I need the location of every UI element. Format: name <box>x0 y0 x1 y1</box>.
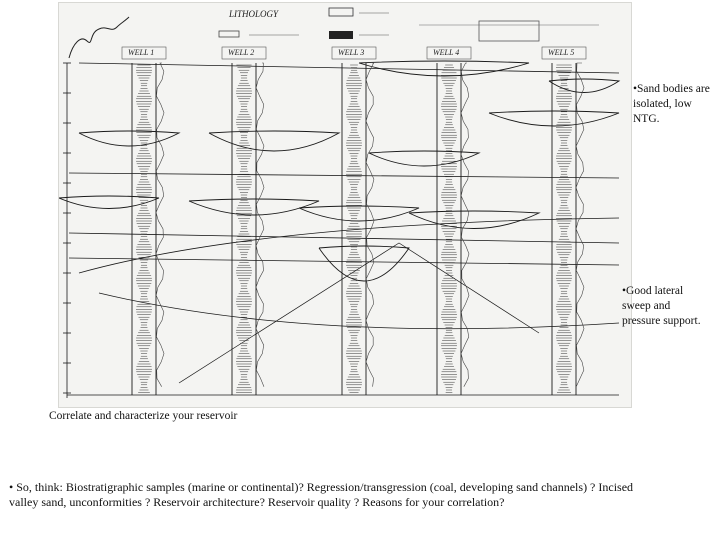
note-lateral-sweep: •Good lateral sweep and pressure support… <box>622 284 702 329</box>
legend-box-right <box>478 20 540 42</box>
note-bullet: • <box>633 83 638 95</box>
correlation-diagram: LITHOLOGY WELL 1 WELL 2 WELL 3 WELL 4 WELL 5 <box>59 7 621 398</box>
note-text: Good lateral sweep and pressure support. <box>622 285 701 327</box>
well-label-box <box>221 46 267 60</box>
well-logs <box>131 62 585 395</box>
correlation-trace <box>178 242 540 384</box>
figure-caption: Correlate and characterize your reservoi… <box>49 410 238 422</box>
well-label-box <box>121 46 167 60</box>
marker-line <box>68 257 620 266</box>
log-curve <box>460 62 470 387</box>
well-labels: WELL 1 WELL 2 WELL 3 WELL 4 WELL 5 <box>121 46 587 60</box>
well-label: WELL 3 <box>338 48 364 57</box>
well-log <box>231 62 265 395</box>
well-label: WELL 2 <box>228 48 254 57</box>
well-log <box>341 62 375 395</box>
well-log <box>131 62 165 395</box>
sand-lens <box>488 110 620 127</box>
note-sand-bodies: •Sand bodies are isolated, low NTG. <box>633 82 719 127</box>
well-label-box <box>426 46 472 60</box>
sand-lens <box>408 210 541 229</box>
legend-swatch-sand <box>328 7 354 17</box>
sand-lens <box>318 245 410 282</box>
well-log <box>436 62 470 395</box>
marker-line <box>78 62 620 74</box>
prompt-text: So, think: Biostratigraphic samples (mar… <box>9 480 634 509</box>
well-label: WELL 1 <box>128 48 154 57</box>
unconformity-line <box>98 292 620 330</box>
well-label-box <box>541 46 587 60</box>
lithology-legend: LITHOLOGY <box>218 7 599 42</box>
legend-swatch-coal <box>218 30 240 38</box>
handwritten-signature <box>68 16 130 59</box>
sand-lens <box>368 150 481 167</box>
depth-axis <box>63 62 71 398</box>
well-label-box <box>331 46 377 60</box>
well-label: WELL 4 <box>433 48 459 57</box>
sand-lens <box>548 78 621 93</box>
prompt-bullet: • <box>9 480 14 494</box>
sand-lens <box>358 60 530 77</box>
log-curve <box>575 62 585 387</box>
legend-swatch-shale <box>329 31 353 39</box>
legend-title: LITHOLOGY <box>228 9 279 19</box>
marker-line <box>68 172 620 179</box>
well-log <box>551 62 585 395</box>
note-bullet: • <box>622 285 627 297</box>
sand-lens <box>298 205 420 222</box>
note-text: Sand bodies are isolated, low NTG. <box>633 83 710 125</box>
marker-line <box>68 232 620 244</box>
correlation-lines <box>59 60 621 396</box>
log-curve <box>255 62 265 387</box>
sand-lens <box>188 198 320 216</box>
unconformity-line <box>78 217 620 274</box>
discussion-prompt: • So, think: Biostratigraphic samples (m… <box>9 480 649 510</box>
sand-lens <box>59 195 160 209</box>
well-label: WELL 5 <box>548 48 574 57</box>
sand-lens <box>78 130 181 147</box>
well-correlation-figure: LITHOLOGY WELL 1 WELL 2 WELL 3 WELL 4 WELL 5 <box>58 2 632 408</box>
sand-lens <box>208 130 341 152</box>
log-curve <box>155 62 165 387</box>
log-curve <box>365 62 375 387</box>
